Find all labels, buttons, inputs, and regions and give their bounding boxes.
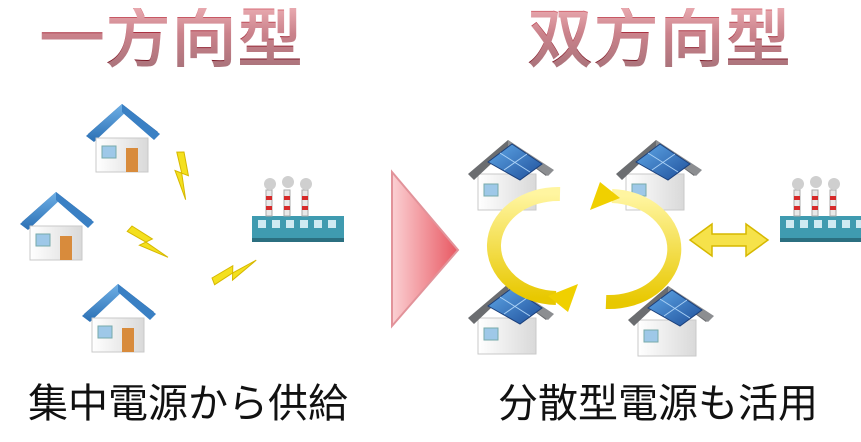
two-way-caption: 分散型電源も活用 [498,381,818,427]
two-way-title: 双方向型 [528,3,792,77]
power-plant-icon [779,175,861,243]
one-way-caption: 集中電源から供給 [28,381,348,427]
lightning-icon [209,244,257,297]
house-icon [85,103,161,173]
lightning-icon [123,224,173,258]
house-icon [81,283,157,353]
one-way-title: 一方向型 [40,3,304,77]
house-icon [19,191,95,261]
lightning-icon [159,148,208,201]
triangle-arrow-icon [391,169,460,329]
power-plant-icon [251,175,345,243]
cycle-arrows-icon [486,182,682,312]
double-arrow-icon [688,222,770,258]
